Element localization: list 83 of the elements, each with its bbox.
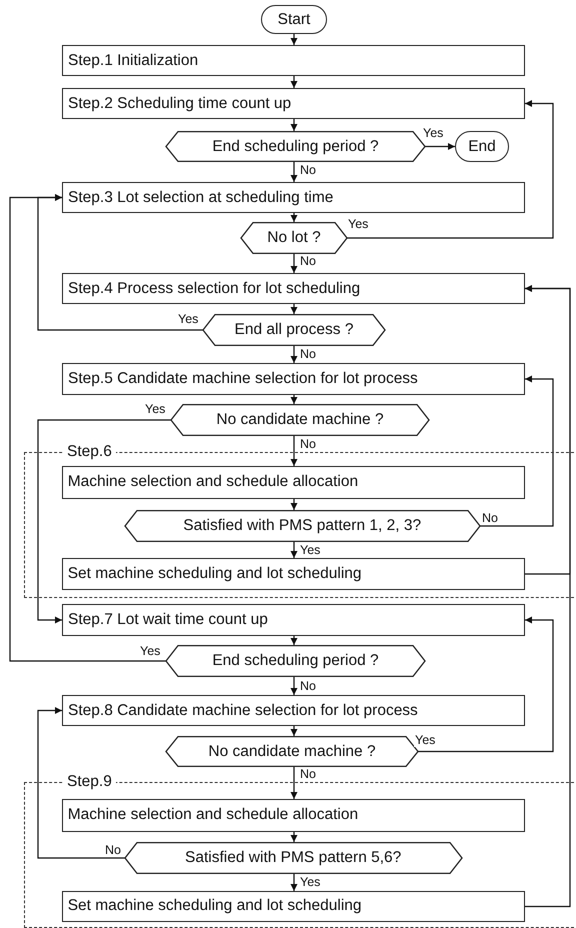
edge-label: No xyxy=(299,163,317,177)
arrow xyxy=(9,194,166,662)
decision-hexagon xyxy=(203,314,385,346)
decision-text: Satisfied with PMS pattern 1, 2, 3? xyxy=(183,516,422,535)
decision-text: No lot ? xyxy=(267,229,321,247)
arrow xyxy=(290,636,298,645)
arrow xyxy=(290,213,298,222)
edge-label: No xyxy=(299,767,317,781)
decision-hexagon xyxy=(124,510,480,542)
arrow xyxy=(290,34,298,45)
step-text: End xyxy=(468,138,496,156)
arrow xyxy=(290,436,298,466)
step-text: Step.1 Initialization xyxy=(68,52,198,70)
arrow xyxy=(347,100,554,239)
process-box xyxy=(62,558,525,590)
edge-label: No xyxy=(299,254,317,268)
step-text: Step.7 Lot wait time count up xyxy=(68,611,268,629)
step-text: Set machine scheduling and lot scheduling xyxy=(68,564,362,583)
step-text: Start xyxy=(278,10,310,28)
process-box xyxy=(62,695,525,726)
step-text: Step.3 Lot selection at scheduling time xyxy=(68,188,334,206)
arrow xyxy=(290,499,298,510)
process-box xyxy=(62,88,525,119)
decision-text: End scheduling period ? xyxy=(212,138,379,156)
arrow xyxy=(290,874,298,891)
edge-label: No xyxy=(299,347,317,361)
arrow xyxy=(290,76,298,88)
arrow xyxy=(290,832,298,842)
edge-label: Yes xyxy=(347,217,370,231)
arrow xyxy=(290,119,298,131)
step-text: Step.4 Process selection for lot scheduling xyxy=(68,280,360,298)
process-box xyxy=(62,798,525,832)
decision-hexagon xyxy=(166,131,425,162)
edge-label: Yes xyxy=(299,875,322,889)
arrow xyxy=(425,143,455,150)
decision-text: No candidate machine ? xyxy=(208,742,376,760)
step-text: Step.2 Scheduling time count up xyxy=(68,94,292,112)
process-box xyxy=(62,604,525,636)
step-text: Machine selection and schedule allocation xyxy=(68,806,358,824)
arrow xyxy=(290,767,298,799)
step-text: Step.8 Candidate machine selection for lot process xyxy=(68,702,418,720)
group-heading: Step.9 xyxy=(63,772,116,792)
arrow xyxy=(418,616,554,752)
edge-label: No xyxy=(299,437,317,451)
arrow xyxy=(290,726,298,736)
arrow xyxy=(290,677,298,695)
process-box xyxy=(62,363,525,395)
arrow xyxy=(525,285,571,908)
arrow xyxy=(37,419,171,624)
arrow xyxy=(480,376,554,527)
edge-label: Yes xyxy=(144,402,166,416)
arrow xyxy=(37,707,125,859)
arrow xyxy=(290,346,298,363)
process-box xyxy=(62,273,525,304)
decision-text: No candidate machine ? xyxy=(216,411,384,429)
step-text: Set machine scheduling and lot scheduling xyxy=(68,897,362,916)
edge-label: No xyxy=(299,679,317,693)
arrow xyxy=(290,304,298,314)
edge-label: No xyxy=(481,511,499,525)
process-box xyxy=(62,890,525,922)
process-box xyxy=(62,45,525,76)
arrow xyxy=(290,395,298,404)
decision-hexagon xyxy=(124,842,462,874)
arrow xyxy=(290,162,298,182)
edge-label: No xyxy=(104,843,122,857)
edge-label: Yes xyxy=(414,733,436,747)
decision-hexagon xyxy=(171,404,429,436)
decision-text: End all process ? xyxy=(234,321,354,339)
edge-label: Yes xyxy=(139,644,162,658)
edge-label: Yes xyxy=(422,126,444,140)
group-heading: Step.6 xyxy=(63,442,116,462)
decision-text: End scheduling period ? xyxy=(212,652,379,670)
process-box xyxy=(62,466,525,499)
decision-text: Satisfied with PMS pattern 5,6? xyxy=(185,848,402,867)
decision-hexagon xyxy=(166,645,425,677)
decision-hexagon xyxy=(241,222,347,254)
step-text: Step.5 Candidate machine selection for lot process xyxy=(68,370,418,388)
step-text: Machine selection and schedule allocation xyxy=(68,473,358,492)
process-box xyxy=(62,182,525,213)
edge-label: Yes xyxy=(299,543,322,557)
arrow xyxy=(290,254,298,273)
arrow xyxy=(290,542,298,558)
edge-label: Yes xyxy=(177,312,200,326)
